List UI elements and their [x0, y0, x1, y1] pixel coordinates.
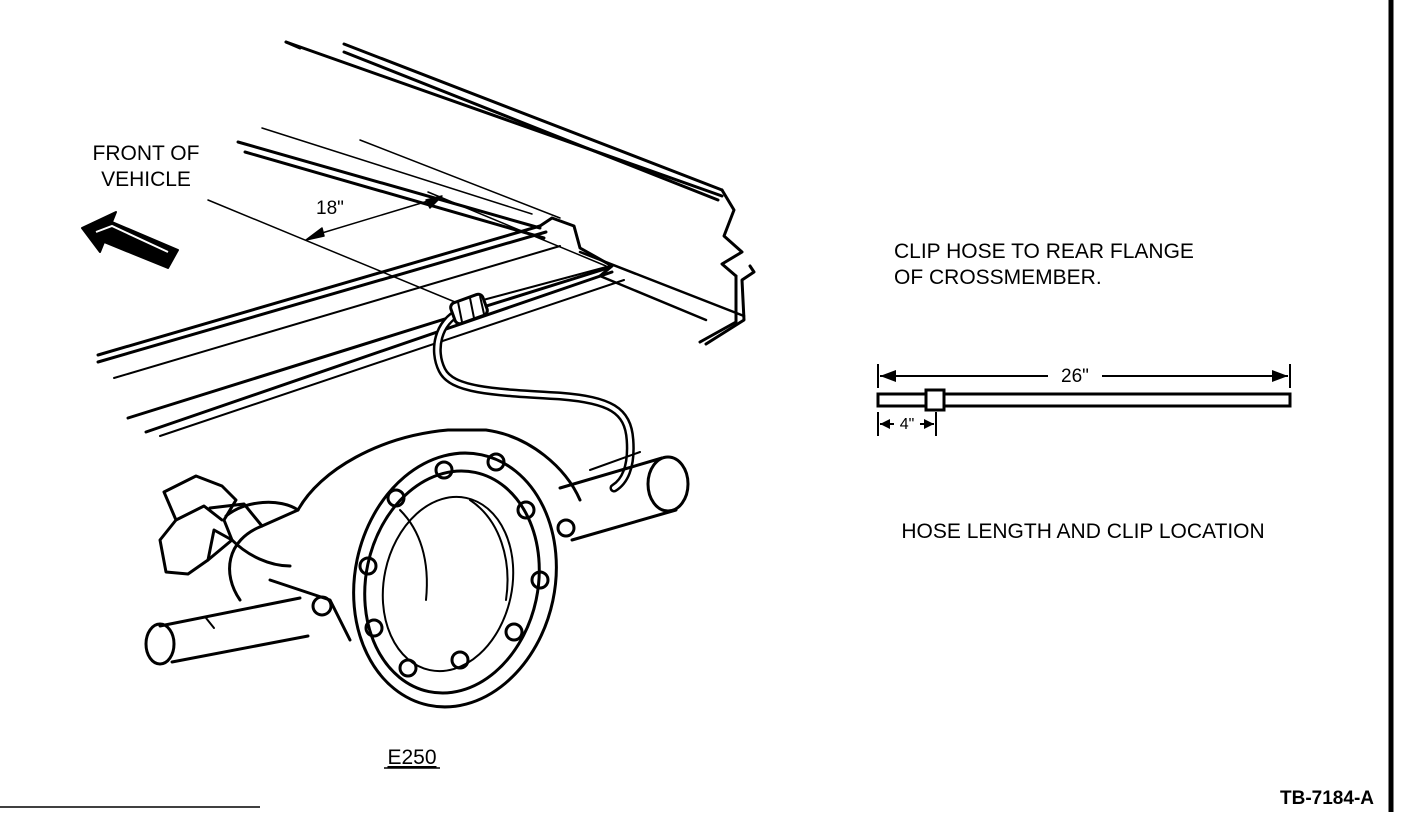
frame-rail	[96, 127, 746, 437]
instruction-line2: OF CROSSMEMBER.	[894, 266, 1102, 289]
clip-distance-dimension	[207, 191, 607, 303]
hose-length-detail	[876, 364, 1292, 436]
hose-length-label: 26"	[1061, 366, 1089, 387]
hose-bar	[876, 392, 1292, 408]
instruction-line1: CLIP HOSE TO REAR FLANGE	[894, 240, 1194, 263]
arrow-left-icon	[81, 211, 179, 269]
hose-clip	[449, 292, 489, 326]
crossmember	[284, 40, 756, 346]
clip-distance-label: 18"	[316, 198, 344, 219]
clip-marker	[924, 388, 946, 412]
brake-hose	[432, 265, 635, 493]
front-of-vehicle-label-line2: VEHICLE	[101, 168, 191, 191]
front-of-vehicle-label-line1: FRONT OF	[93, 142, 200, 165]
rear-axle-icon	[144, 428, 690, 709]
clip-offset-label: 4"	[900, 416, 915, 433]
model-label: E250	[387, 746, 436, 769]
figure-id: TB-7184-A	[1280, 788, 1374, 809]
detail-caption: HOSE LENGTH AND CLIP LOCATION	[901, 520, 1264, 543]
